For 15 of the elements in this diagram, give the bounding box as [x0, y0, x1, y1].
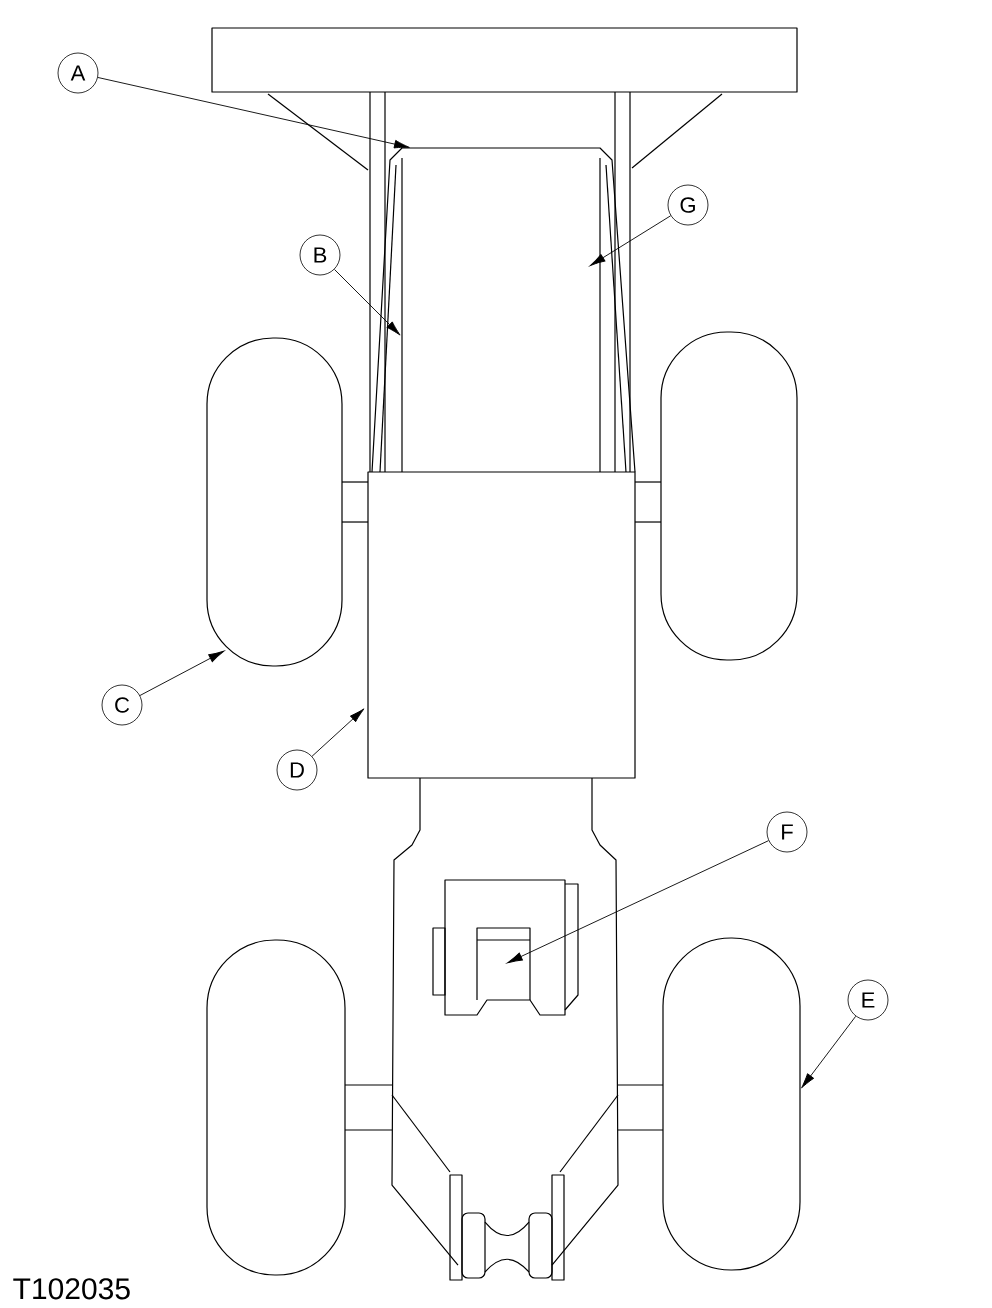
figure-number: T102035 [13, 1278, 130, 1300]
leader-line [334, 269, 401, 336]
leader-line [139, 650, 225, 696]
leader-line [507, 840, 769, 964]
callout-letter: A [57, 52, 99, 94]
callout-letter: G [667, 184, 709, 226]
leader-line [311, 708, 365, 757]
callout-letter: F [766, 811, 808, 853]
leader-line [801, 1015, 857, 1089]
callout-letter: B [299, 234, 341, 276]
callout-letter: E [847, 979, 889, 1021]
leader-line [97, 77, 410, 149]
callout-letter: D [276, 749, 318, 791]
leader-line [589, 215, 672, 266]
callout-letter: C [101, 684, 143, 726]
